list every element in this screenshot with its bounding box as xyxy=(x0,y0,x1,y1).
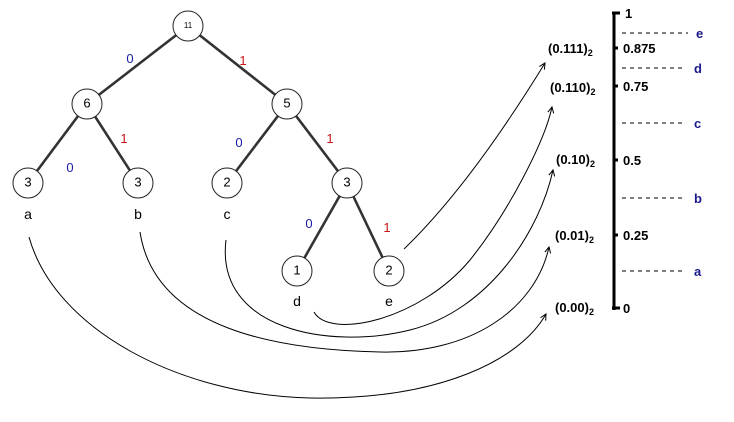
tick-label-075: 0.75 xyxy=(623,79,648,94)
node-weight-6: 6 xyxy=(83,95,90,110)
edge-n5-left xyxy=(225,103,289,184)
interval-label-a: a xyxy=(694,264,702,279)
binary-label-000: (0.00)2 xyxy=(555,300,594,317)
bit-n3-right: 1 xyxy=(383,220,390,235)
node-weight-b: 3 xyxy=(134,174,141,189)
node-weight-c: 2 xyxy=(223,174,230,189)
leaf-symbol-b: b xyxy=(134,206,142,222)
node-weight-root: 11 xyxy=(184,21,193,30)
binary-label-010: (0.10)2 xyxy=(556,152,595,169)
leaf-symbol-d: d xyxy=(293,293,301,309)
tick-label-0: 0 xyxy=(623,301,630,316)
arrow-b-to-001 xyxy=(139,231,549,353)
tree-node-6 xyxy=(71,88,103,120)
bit-n5-right: 1 xyxy=(326,131,333,146)
tree-node-e xyxy=(373,255,405,287)
edge-n6-right xyxy=(85,103,140,184)
arrow-a-to-000 xyxy=(28,236,546,399)
tree-node-root xyxy=(172,10,204,42)
edge-n6-left xyxy=(26,103,89,184)
interval-label-b: b xyxy=(694,191,702,206)
node-weight-3-internal: 3 xyxy=(343,174,350,189)
tree-node-5 xyxy=(271,88,303,120)
node-weight-a: 3 xyxy=(24,174,31,189)
bit-n6-left: 0 xyxy=(66,160,73,175)
interval-label-e: e xyxy=(696,26,703,41)
edge-n3-right xyxy=(345,182,391,272)
bit-root-left: 0 xyxy=(126,51,133,66)
tick-label-0875: 0.875 xyxy=(623,41,656,56)
tick-label-025: 0.25 xyxy=(623,228,648,243)
node-weight-5: 5 xyxy=(283,95,290,110)
bit-n6-right: 1 xyxy=(120,131,127,146)
tree-node-c xyxy=(211,167,243,199)
arrow-c-to-010 xyxy=(224,170,553,338)
tree-node-3-internal xyxy=(331,167,363,199)
edge-n3-left xyxy=(295,182,349,272)
tree-node-a xyxy=(12,167,44,199)
binary-label-0110: (0.110)2 xyxy=(550,80,596,97)
leaf-symbol-c: c xyxy=(224,206,231,222)
tree-node-b xyxy=(122,167,154,199)
leaf-symbol-a: a xyxy=(24,206,32,222)
binary-label-0111: (0.111)2 xyxy=(548,41,593,58)
node-weight-e: 2 xyxy=(385,262,392,277)
edge-root-left xyxy=(86,24,189,106)
interval-label-c: c xyxy=(694,116,701,131)
tick-label-1: 1 xyxy=(625,6,632,21)
bit-root-right: 1 xyxy=(239,53,246,68)
tree-node-d xyxy=(281,255,313,287)
edge-root-right xyxy=(187,24,288,106)
interval-label-d: d xyxy=(694,61,702,76)
tick-label-05: 0.5 xyxy=(623,153,641,168)
bit-n5-left: 0 xyxy=(235,135,242,150)
node-weight-d: 1 xyxy=(293,262,300,277)
edge-n5-right xyxy=(285,103,349,184)
leaf-symbol-e: e xyxy=(385,293,393,309)
arrow-d-to-0110 xyxy=(313,107,552,325)
bit-n3-left: 0 xyxy=(305,216,312,231)
arrow-e-to-0111 xyxy=(403,63,545,250)
binary-label-001: (0.01)2 xyxy=(555,228,594,245)
